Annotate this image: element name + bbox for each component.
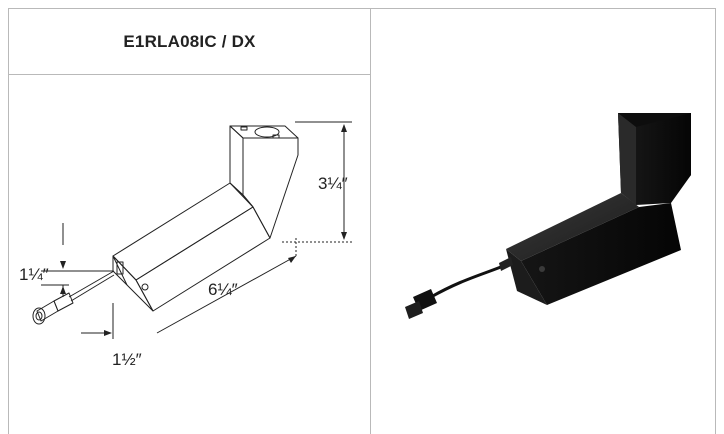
cable-render	[430, 263, 507, 299]
table-border-left	[8, 8, 9, 434]
arrow-length-right	[288, 256, 296, 263]
screw-render	[539, 266, 545, 272]
arm-end-face	[112, 255, 154, 312]
top-hole	[254, 126, 280, 138]
dimension-drawing: 3¼″ 6¼″ 1¼″ 1½″	[19, 121, 352, 369]
strain-relief-render	[499, 257, 513, 271]
table-border-top	[8, 8, 716, 9]
screw-detail	[141, 283, 149, 291]
arm-top-face	[112, 182, 254, 281]
plug-face	[32, 307, 46, 325]
connector-port	[116, 261, 124, 275]
top-clip-right	[272, 134, 280, 139]
arm-top-render	[506, 193, 639, 261]
plug-pin	[35, 311, 43, 321]
arm-end-render	[506, 249, 547, 305]
table-border-right	[715, 8, 716, 434]
riser-face-render	[636, 113, 691, 205]
depth-label: 1¼″	[19, 265, 49, 284]
dimension-arrows	[60, 124, 347, 336]
arrow-depth-top	[60, 261, 66, 269]
arrow-width-right	[104, 330, 112, 336]
arrow-height-bottom	[341, 232, 347, 240]
length-label: 6¼″	[208, 280, 238, 299]
product-photo	[405, 113, 691, 319]
table-divider	[370, 8, 371, 434]
arm-front-render	[521, 203, 681, 305]
riser-front-face	[242, 137, 299, 239]
cable-lower	[70, 274, 115, 302]
plug-head	[36, 300, 59, 322]
arm-front-face	[135, 206, 271, 312]
width-label: 1½″	[112, 350, 142, 369]
riser-side-render	[618, 113, 636, 205]
dimension-lines	[41, 121, 352, 339]
top-clip-left	[240, 126, 248, 131]
arrow-depth-bottom	[60, 286, 66, 294]
cable-upper	[68, 270, 115, 298]
header-divider	[8, 74, 371, 75]
riser-top-face	[229, 125, 299, 139]
model-number-header: E1RLA08IC / DX	[123, 31, 256, 51]
length-dim-line	[156, 255, 297, 334]
plug-tip-render	[405, 301, 423, 319]
arrow-height-top	[341, 124, 347, 132]
height-label: 3¼″	[318, 174, 348, 193]
fixture-render	[405, 113, 691, 319]
fixture-outline	[32, 125, 299, 325]
